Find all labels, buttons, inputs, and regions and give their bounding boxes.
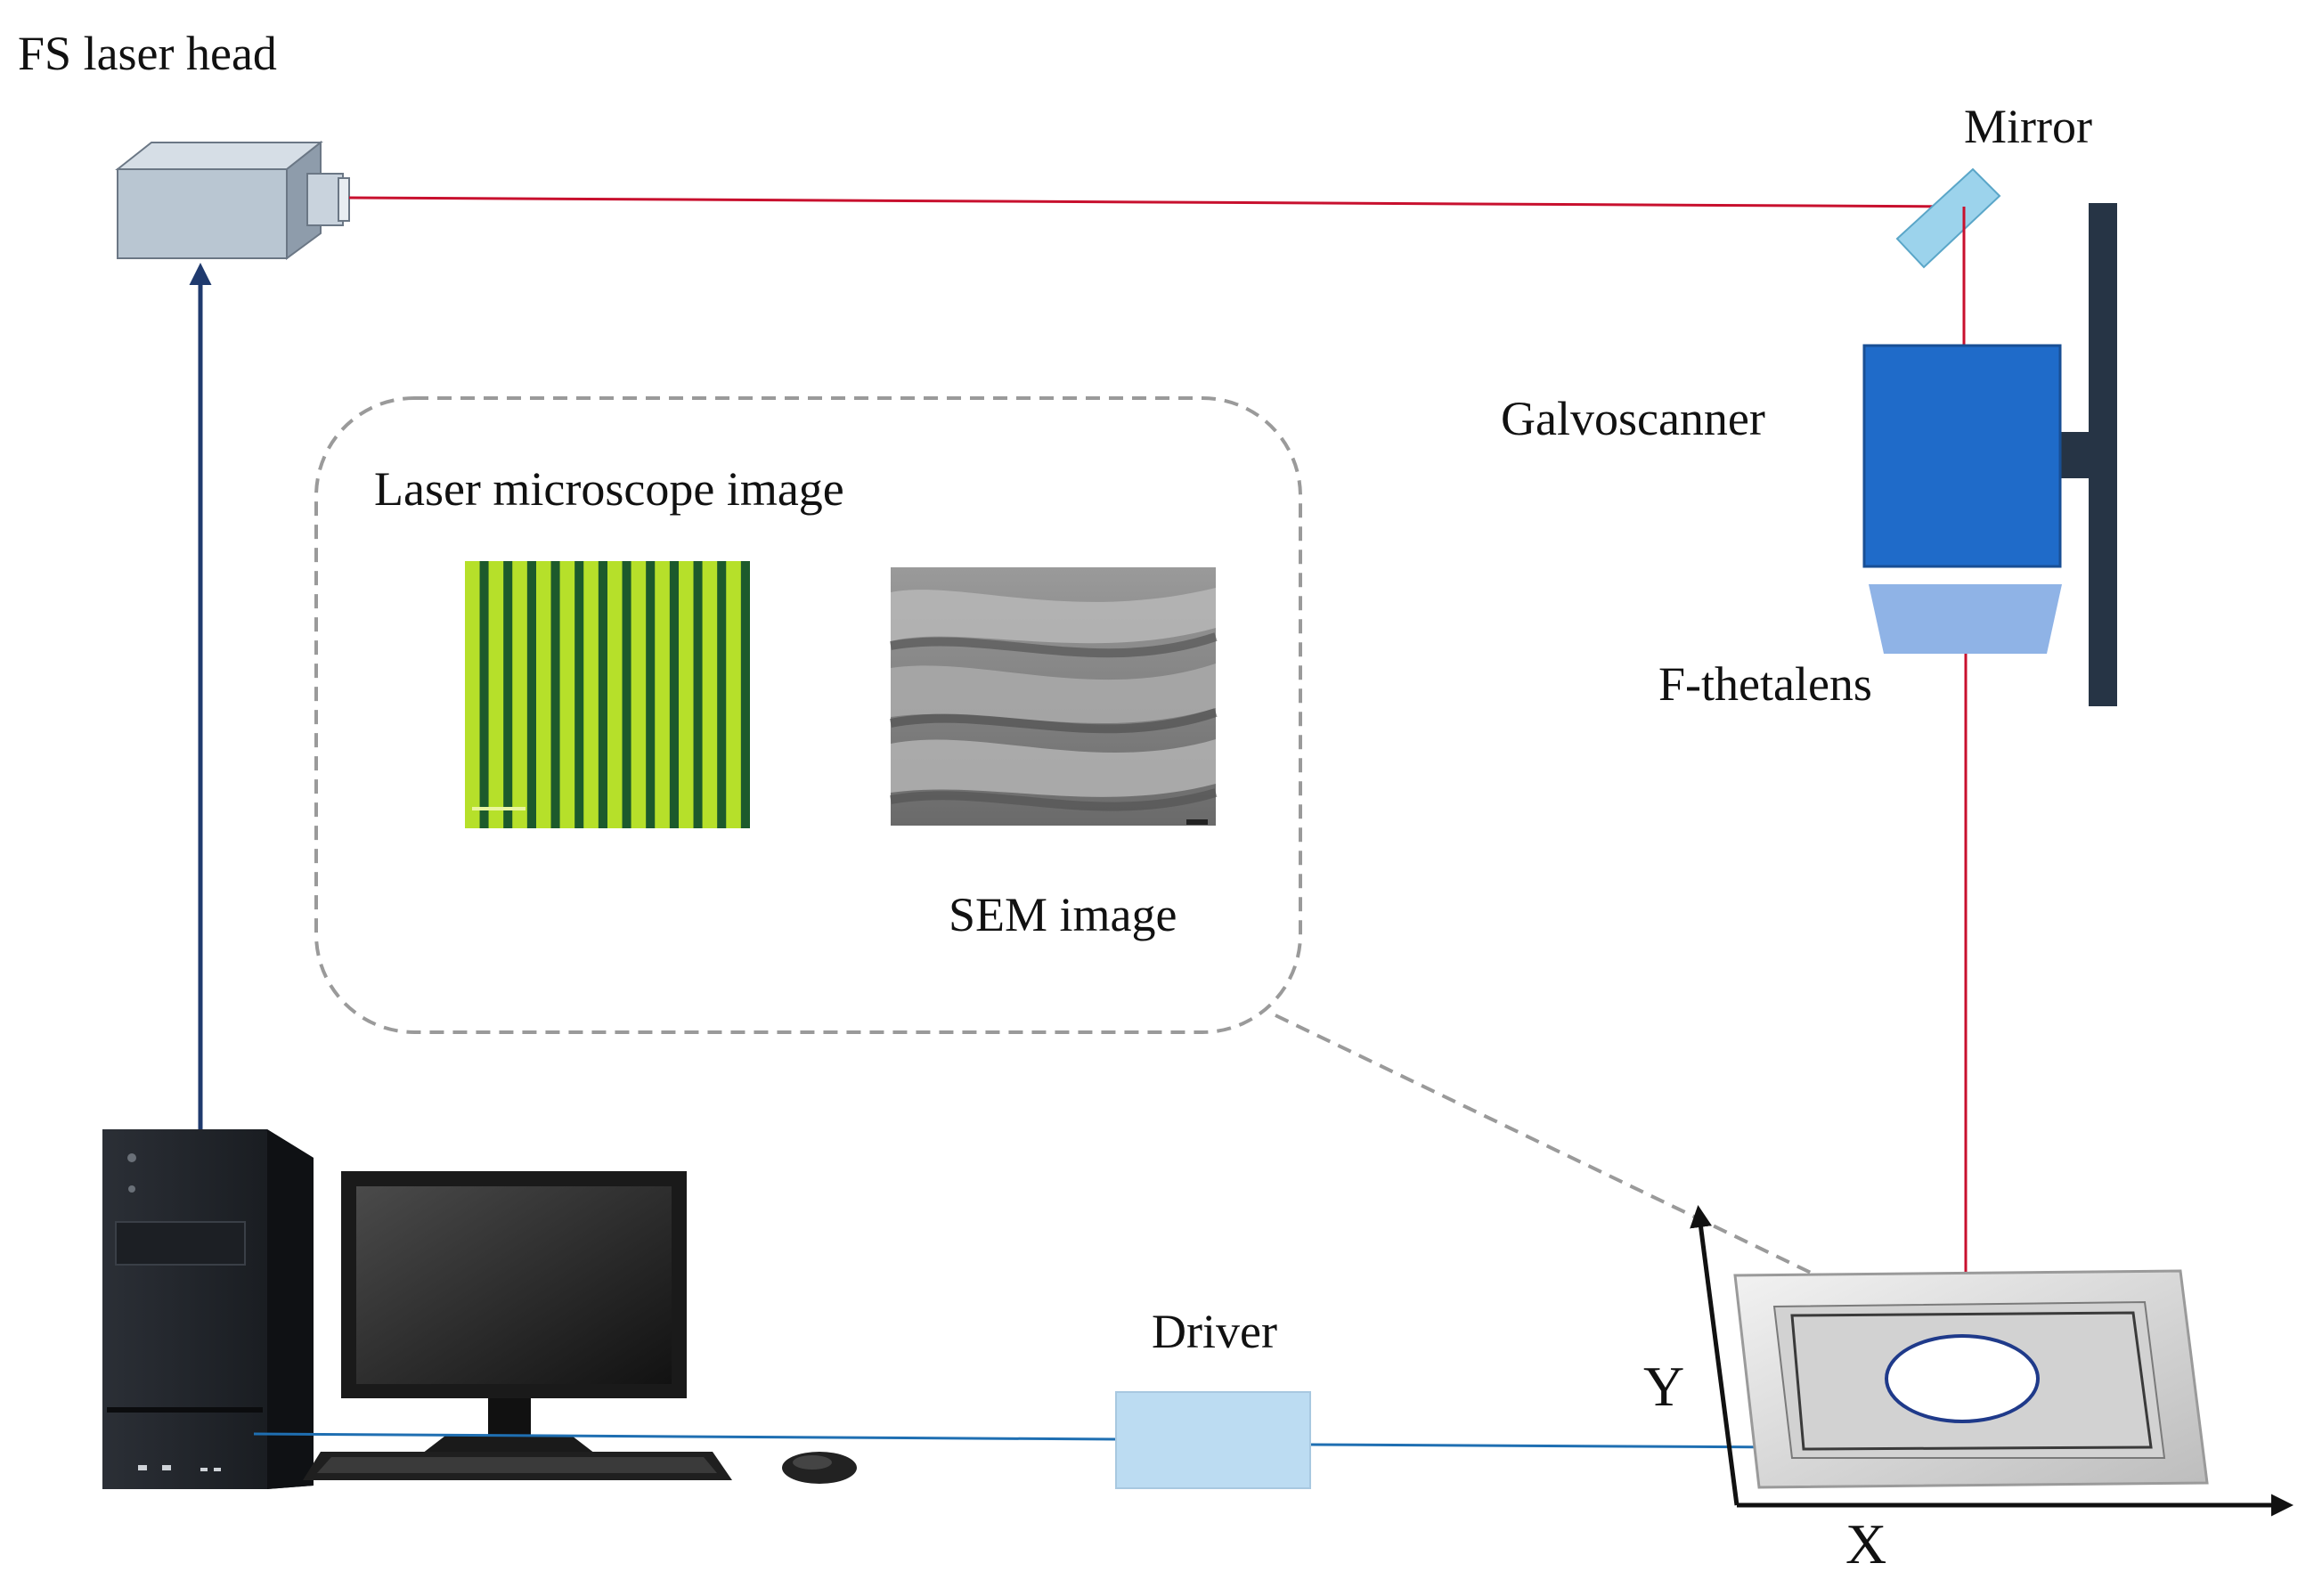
microscope-groove: [598, 561, 607, 828]
control-line-driver-to-stage: [1310, 1438, 1794, 1455]
xy-stage-icon: [1733, 1269, 2209, 1489]
microscope-stripe: [679, 561, 694, 828]
control-line-computer-to-driver: [253, 1432, 1119, 1441]
microscope-stripe: [702, 561, 718, 828]
microscope-groove: [550, 561, 560, 828]
inset-connector: [1275, 1014, 1925, 1329]
galvoscanner-icon: [1862, 344, 2062, 568]
microscope-stripe: [631, 561, 647, 828]
fs-laser-head: FS laser head: [18, 27, 350, 260]
fs-laser-head-label: FS laser head: [18, 27, 277, 80]
microscope-stripe: [655, 561, 670, 828]
microscope-groove: [479, 561, 489, 828]
microscope-groove: [717, 561, 727, 828]
microscope-groove: [526, 561, 536, 828]
y-axis: [1690, 1205, 1739, 1506]
microscope-groove: [669, 561, 679, 828]
image-inset: Laser microscope image SEM image: [314, 396, 1302, 1034]
mirror-label: Mirror: [1964, 100, 2092, 153]
f-theta-lens-icon: [1869, 584, 2062, 654]
microscope-stripe: [512, 561, 527, 828]
laser-microscope-label: Laser microscope image: [374, 462, 844, 516]
driver: Driver: [1115, 1305, 1311, 1489]
microscope-groove: [622, 561, 631, 828]
mount-post: [2089, 203, 2117, 706]
microscope-groove: [646, 561, 656, 828]
microscope-stripe: [583, 561, 599, 828]
microscope-groove: [574, 561, 584, 828]
laser-head-icon: [115, 140, 350, 260]
galvoscanner-label: Galvoscanner: [1501, 392, 1765, 445]
inset-border: [314, 396, 1302, 1034]
mirror-icon: [1895, 167, 2001, 269]
microscope-stripe: [559, 561, 575, 828]
microscope-stripe: [726, 561, 741, 828]
microscope-stripe: [465, 561, 480, 828]
sem-image-label: SEM image: [949, 888, 1177, 941]
driver-label: Driver: [1152, 1305, 1277, 1358]
y-axis-label: Y: [1643, 1355, 1684, 1418]
computer-icon: [102, 1129, 857, 1489]
microscope-stripe: [607, 561, 623, 828]
galvoscanner: Galvoscanner: [1501, 344, 2062, 568]
driver-icon: [1115, 1391, 1311, 1489]
microscope-groove: [740, 561, 750, 828]
workpiece-sample: [1885, 1334, 2040, 1423]
x-axis-label: X: [1845, 1512, 1886, 1576]
microscope-stripe: [536, 561, 551, 828]
microscope-groove: [693, 561, 703, 828]
mirror: Mirror: [1895, 100, 2092, 269]
microscope-groove: [503, 561, 513, 828]
microscope-stripes: [465, 561, 750, 828]
laser-microscope-image: [465, 561, 750, 828]
f-theta-lens-label: F-thetalens: [1658, 657, 1872, 711]
laser-beam-head-to-mirror: [348, 196, 1965, 208]
xy-axes: Y X: [1643, 1205, 2293, 1576]
sem-image: [890, 567, 1218, 826]
f-theta-lens: F-thetalens: [1658, 584, 2062, 711]
microscope-stripe: [488, 561, 504, 828]
mount-bracket: [2057, 432, 2093, 478]
